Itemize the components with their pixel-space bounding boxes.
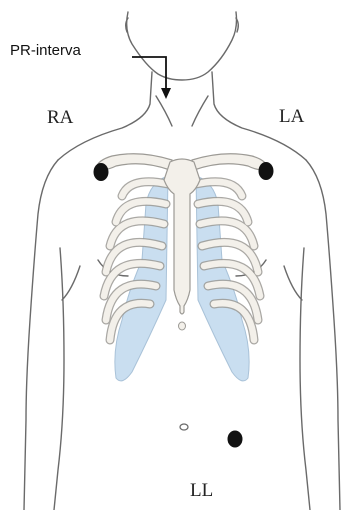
label-ra: RA (47, 107, 74, 128)
sternum (164, 159, 200, 314)
annotation-arrow (132, 57, 166, 90)
clavicle-right (192, 154, 268, 170)
electrode-dot-icon (94, 163, 109, 181)
arrow-head-icon (161, 88, 171, 99)
label-ll: LL (190, 480, 213, 501)
electrode-dot-icon (259, 162, 274, 180)
electrode-dot-icon (228, 431, 243, 448)
label-la: LA (279, 106, 305, 127)
annotation-label: PR-interva (10, 42, 82, 59)
rib-cage (96, 154, 268, 381)
